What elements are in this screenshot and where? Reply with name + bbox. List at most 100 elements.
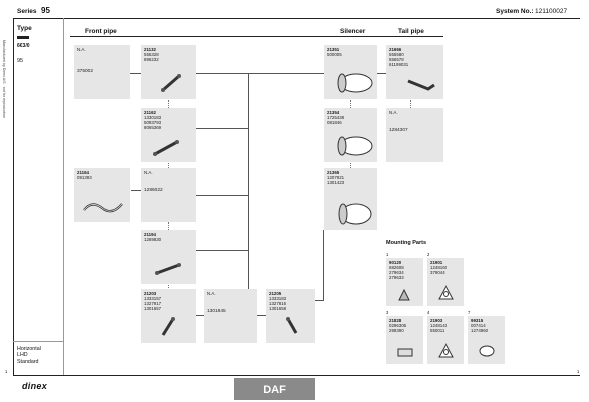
type-title: Type [17,25,32,32]
connector [257,315,266,316]
type-code: 6€3/0 [17,43,30,49]
connector [248,73,324,74]
truck-icon [17,36,29,39]
connector-dots [168,222,169,230]
pipe-icon [153,140,179,156]
column-front-pipe: Front pipe [85,28,117,35]
mount-num: 1 [386,252,389,257]
system-value: 121100027 [535,8,568,15]
brand-logo: dinex [22,381,48,391]
connector-dots [168,100,169,108]
connector [315,300,324,301]
part-na-2[interactable]: N.A. 1286022 [141,168,196,222]
part-id: N.A. [144,170,153,175]
page-number-left: 1 [5,369,8,374]
silencer-icon [337,136,373,156]
bottom-rule [13,375,580,376]
silencer-icon [338,203,372,225]
column-silencer: Silencer [340,28,366,35]
type-footer-rule [13,341,63,342]
column-tail-pipe: Tail pipe [398,28,424,35]
left-border [13,18,14,376]
type-value: 95 [17,58,24,64]
part-code: 1284307 [389,128,408,133]
make-label: DAF [234,378,315,400]
connector [196,250,249,251]
mount-num: 3 [386,310,389,315]
connector [196,128,249,129]
clamp-icon [286,317,298,334]
side-note: Manufactured by Dinex A/S · not for repr… [2,40,6,118]
connector [377,73,386,74]
column-header-rule [70,36,443,37]
part-id: N.A. [77,47,86,52]
pipe-bend-icon [83,203,123,213]
mount-num: 4 [427,310,430,315]
system-label: System No.: [496,8,534,15]
mount-num: 2 [427,252,430,257]
type-footer: Horizontal LHD Standard [17,346,41,365]
connector [196,315,204,316]
mounting-title: Mounting Parts [386,240,427,246]
mount-num: 7 [468,310,471,315]
part-id: N.A. [207,291,216,296]
header-rule [13,18,580,19]
rubber-mount-icon [397,348,413,357]
flange-icon [438,342,454,358]
connector [248,73,249,298]
silencer-icon [337,73,373,93]
series-value: 95 [41,6,50,15]
connector [323,230,324,300]
clamp-ring-icon [479,345,495,357]
series-label: Series [17,8,37,15]
part-na-3[interactable]: N.A. 1301845 [204,289,257,343]
pipe-icon [155,263,181,275]
part-na-1[interactable]: N.A. 375002 [74,45,130,99]
pipe-icon [161,74,181,92]
tail-pipe-icon [407,79,435,91]
flange-icon [438,284,454,300]
connector-dots [168,280,169,288]
part-code: 1286022 [144,188,163,193]
part-code: 375002 [77,69,94,74]
clamp-icon [161,317,175,336]
connector [196,195,249,196]
connector-dots [410,100,411,108]
part-na-4[interactable]: N.A. 1284307 [386,108,443,162]
connector [131,190,141,191]
part-code: 1301845 [207,309,226,314]
connector-dots [350,100,351,108]
page-number-right: 1 [577,369,580,374]
part-id: N.A. [389,110,398,115]
connector-dots [350,160,351,168]
